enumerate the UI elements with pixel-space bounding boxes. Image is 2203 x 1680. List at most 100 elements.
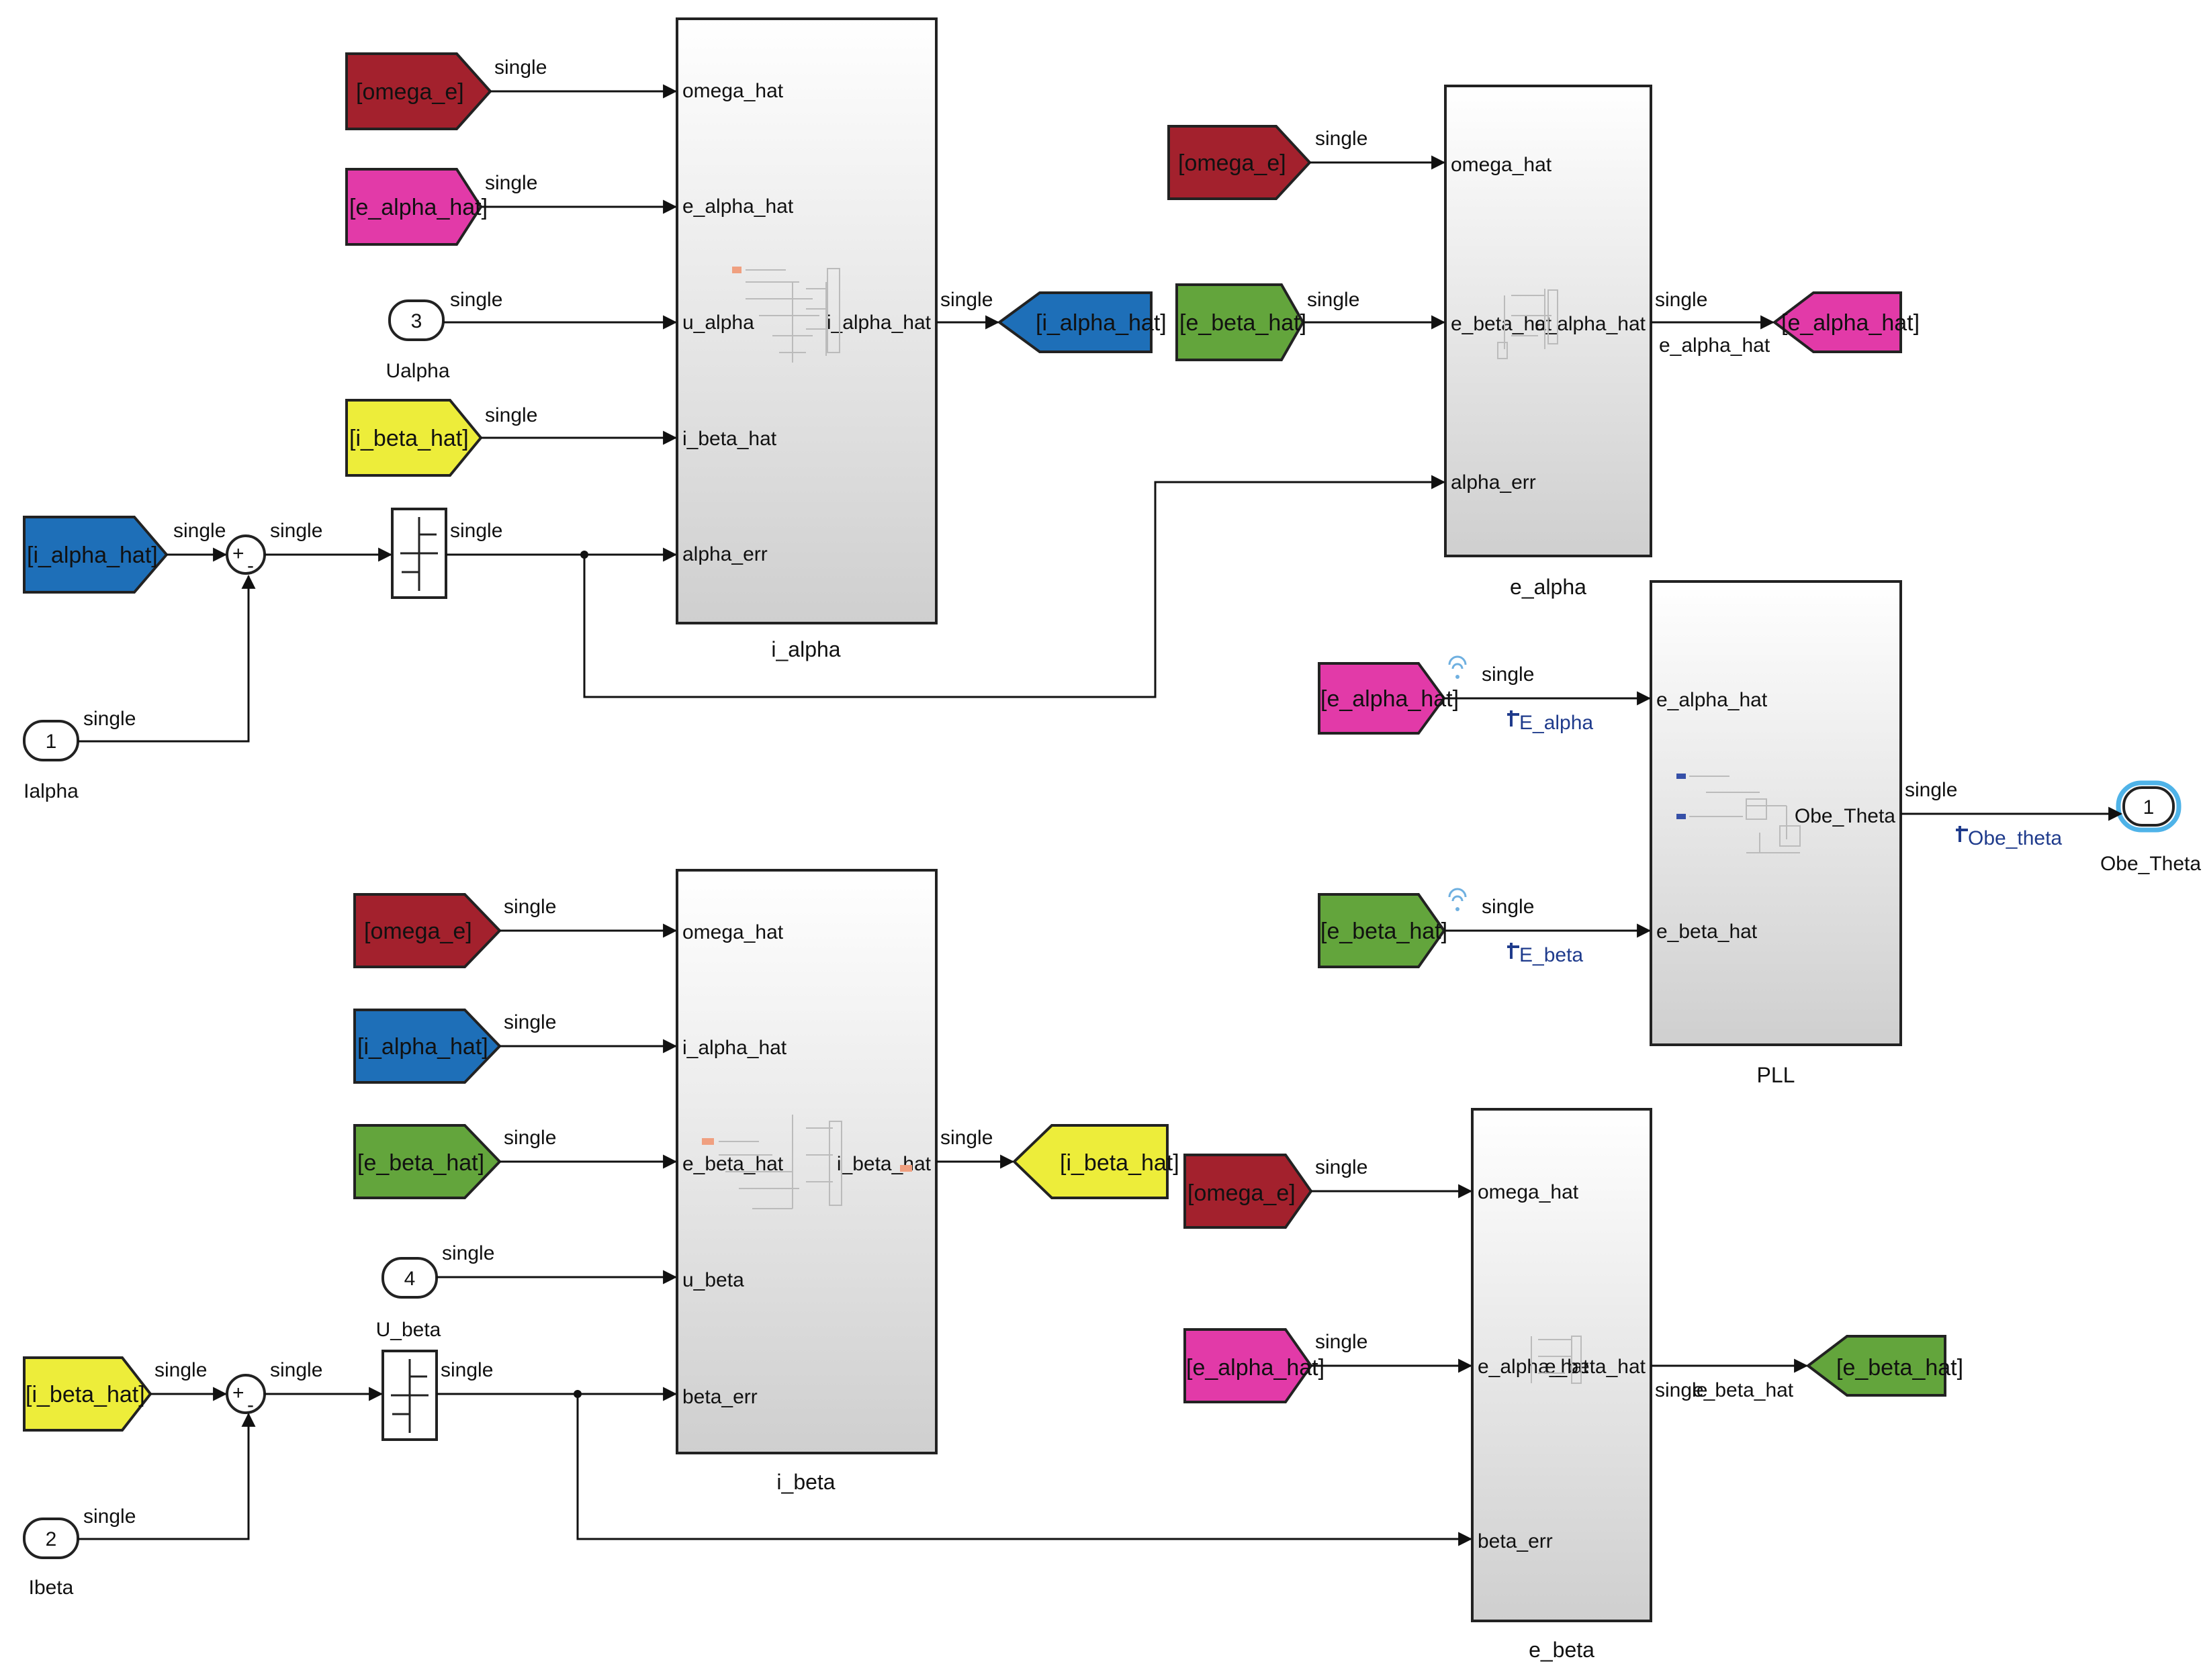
inport-ubeta[interactable]: 4 U_beta <box>376 1257 441 1341</box>
from-tag-e-alpha-hat-pll[interactable]: [e_alpha_hat] <box>1318 662 1459 735</box>
subsystem-name: PLL <box>1757 1063 1795 1087</box>
internal-thumbnail <box>732 267 840 363</box>
port-label: Obe_Theta <box>1795 805 1895 827</box>
signal-type-label: single <box>1905 779 1957 801</box>
signal-line[interactable] <box>583 475 1446 698</box>
subsystem-name: e_beta <box>1529 1638 1594 1662</box>
signal-line[interactable] <box>78 574 256 743</box>
subsystem-i-alpha-body[interactable] <box>676 17 938 624</box>
port-label: i_beta_hat <box>837 1153 932 1175</box>
from-tag-e-beta-hat-2[interactable]: [e_beta_hat] <box>353 1124 502 1199</box>
from-tag-omega-e[interactable]: [omega_e] <box>345 52 492 130</box>
port-label: e_alpha_hat <box>1535 313 1646 335</box>
tag-label: [e_alpha_hat] <box>1186 1355 1324 1381</box>
logged-signal-obe-theta[interactable]: Obe_theta <box>1956 826 2062 849</box>
tag-label: [e_alpha_hat] <box>349 195 488 220</box>
from-tag-i-alpha-hat[interactable]: [i_alpha_hat] <box>23 516 169 594</box>
tag-label: [e_beta_hat] <box>1836 1355 1963 1381</box>
inport-shape[interactable] <box>388 299 445 341</box>
port-label: beta_err <box>682 1386 758 1408</box>
goto-tag-e-beta-hat[interactable]: [e_beta_hat] <box>1805 1335 1963 1397</box>
port-label: omega_hat <box>682 80 784 102</box>
outport-obe-theta[interactable]: 1 Obe_Theta <box>2100 780 2201 875</box>
signal-type-label: single <box>154 1359 207 1381</box>
port-label: e_alpha_hat <box>682 195 794 218</box>
subsystem-pll-body[interactable] <box>1650 580 1902 1046</box>
tag-label: [omega_e] <box>364 919 472 944</box>
signal-type-label: single <box>270 1359 322 1381</box>
subsystem-i-alpha[interactable]: omega_hat e_alpha_hat u_alpha i_beta_hat… <box>676 17 938 661</box>
inport-name: Ualpha <box>386 360 449 382</box>
tag-label: [i_beta_hat] <box>26 1382 145 1407</box>
goto-tag-i-beta-hat[interactable]: [i_beta_hat] <box>1012 1124 1179 1199</box>
from-tag-omega-e-3[interactable]: [omega_e] <box>353 893 502 968</box>
from-tag-i-beta-hat[interactable]: [i_beta_hat] <box>345 399 483 477</box>
from-tag-i-alpha-hat-2[interactable]: [i_alpha_hat] <box>353 1009 502 1084</box>
port-label: beta_err <box>1478 1530 1553 1552</box>
sign-icon <box>391 1359 429 1433</box>
logged-signal-e-alpha[interactable]: E_alpha <box>1448 655 1593 734</box>
inport-ualpha[interactable]: 3 Ualpha <box>386 299 450 382</box>
tag-shape[interactable] <box>1012 1124 1169 1199</box>
logged-signal-e-beta[interactable]: E_beta <box>1448 888 1583 966</box>
subsystem-e-alpha[interactable]: omega_hat e_beta_hat alpha_err e_alpha_h… <box>1444 85 1652 599</box>
tag-label: [e_beta_hat] <box>357 1150 484 1176</box>
sum-sign-minus: - <box>247 1394 254 1416</box>
signal-type-label: single <box>1482 663 1534 686</box>
goto-tag-i-alpha-hat[interactable]: [i_alpha_hat] <box>997 291 1167 353</box>
tag-shape[interactable] <box>353 1009 502 1084</box>
tag-shape[interactable] <box>345 399 483 477</box>
signal-type-label: single <box>504 1127 556 1149</box>
outport-highlight <box>2116 780 2182 833</box>
tag-label: [i_beta_hat] <box>1060 1150 1179 1176</box>
port-label: omega_hat <box>682 921 784 943</box>
subsystem-i-beta[interactable]: omega_hat i_alpha_hat e_beta_hat u_beta … <box>676 869 938 1494</box>
tag-label: [omega_e] <box>1187 1180 1296 1206</box>
from-tag-e-alpha-hat[interactable]: [e_alpha_hat] <box>345 168 488 246</box>
from-tag-omega-e-2[interactable]: [omega_e] <box>1167 125 1312 200</box>
from-tag-e-alpha-hat-3[interactable]: [e_alpha_hat] <box>1183 1328 1324 1403</box>
inport-ibeta[interactable]: 2 Ibeta <box>23 1518 79 1599</box>
signal-type-label: single <box>485 172 537 194</box>
subsystem-pll[interactable]: e_alpha_hat e_beta_hat Obe_Theta PLL <box>1650 580 1902 1087</box>
sign-block-beta[interactable] <box>381 1350 438 1441</box>
from-tag-i-beta-hat-2[interactable]: [i_beta_hat] <box>23 1356 152 1432</box>
goto-tag-e-alpha-hat[interactable]: [e_alpha_hat] <box>1772 291 1920 353</box>
tag-shape[interactable] <box>1183 1154 1313 1229</box>
sum-block-alpha[interactable]: + - <box>226 534 266 577</box>
signal-line[interactable] <box>78 1412 256 1540</box>
inport-ialpha[interactable]: 1 Ialpha <box>23 720 79 802</box>
subsystem-e-beta[interactable]: omega_hat e_alpha_hat beta_err e_beta_ha… <box>1471 1108 1652 1662</box>
subsystem-e-beta-body[interactable] <box>1471 1108 1652 1622</box>
log-marker-icon <box>1507 710 1519 727</box>
signal-type-label: single <box>441 1359 493 1381</box>
tag-shape[interactable] <box>23 1356 152 1432</box>
tag-shape[interactable] <box>1772 291 1902 353</box>
tag-shape[interactable] <box>1318 662 1446 735</box>
tag-shape[interactable] <box>345 52 492 130</box>
tag-shape[interactable] <box>1318 893 1446 968</box>
tag-shape[interactable] <box>1175 283 1305 361</box>
from-tag-omega-e-4[interactable]: [omega_e] <box>1183 1154 1313 1229</box>
tag-label: [e_beta_hat] <box>1320 919 1447 944</box>
tag-shape[interactable] <box>345 168 483 246</box>
signal-line[interactable] <box>576 1394 1473 1546</box>
sum-block-beta[interactable]: + - <box>226 1374 266 1416</box>
inport-number: 3 <box>411 310 422 332</box>
inport-number: 4 <box>404 1268 416 1290</box>
tag-shape[interactable] <box>1167 125 1312 200</box>
tag-shape[interactable] <box>997 291 1153 353</box>
tag-shape[interactable] <box>1183 1328 1313 1403</box>
sign-block-alpha[interactable] <box>391 508 447 599</box>
outport-shape[interactable] <box>2122 786 2175 827</box>
from-tag-e-beta-hat-pll[interactable]: [e_beta_hat] <box>1318 893 1447 968</box>
from-tag-e-beta-hat[interactable]: [e_beta_hat] <box>1175 283 1306 361</box>
tag-shape[interactable] <box>353 1124 502 1199</box>
tag-shape[interactable] <box>23 516 169 594</box>
signal-type-label: single <box>494 56 547 79</box>
signal-type-label: single <box>83 1505 136 1528</box>
tag-shape[interactable] <box>353 893 502 968</box>
signal-type-label: single <box>173 520 226 542</box>
tag-shape[interactable] <box>1805 1335 1946 1397</box>
